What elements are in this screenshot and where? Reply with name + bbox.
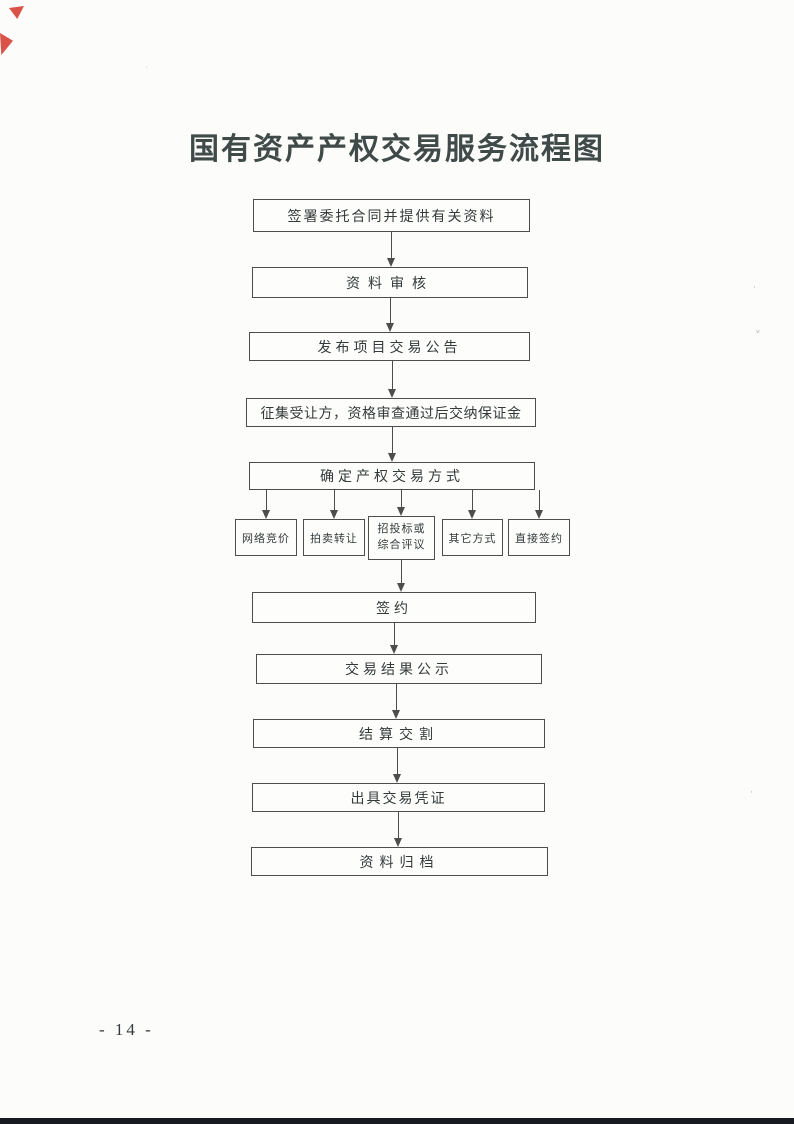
flow-arrow-down [385,298,394,332]
step-sign-entrust-contract: 签署委托合同并提供有关资料 [253,199,530,232]
flow-arrow-down [534,490,543,519]
flow-arrow-down [396,490,405,516]
flow-arrow-down [387,361,396,398]
flow-arrow-down [396,560,405,592]
scan-speck: ᵥ [756,325,761,336]
branch-online-bidding: 网络竞价 [235,519,297,556]
step-sign-agreement: 签约 [252,592,536,623]
flow-arrow-down [329,490,338,519]
step-issue-trade-certificate: 出具交易凭证 [252,783,545,812]
step-solicit-transferees-deposit: 征集受让方，资格审查通过后交纳保证金 [246,398,536,427]
branch-auction-transfer: 拍卖转让 [303,519,365,556]
step-result-publicity: 交易结果公示 [256,654,542,684]
scan-speck: · [750,788,753,798]
red-corner-scan-artifact [9,6,24,19]
branch-direct-signing: 直接签约 [508,519,570,556]
step-material-review: 资料审核 [252,267,528,298]
page-title: 国有资产产权交易服务流程图 [189,133,605,166]
flow-arrow-down [392,748,401,783]
step-publish-trade-announcement: 发布项目交易公告 [249,332,530,361]
red-corner-scan-artifact [0,33,13,55]
scan-bottom-edge [0,1118,794,1124]
flow-arrow-down [261,490,270,519]
flow-arrow-down [467,490,476,519]
step-archive-materials: 资料归档 [251,847,548,876]
flow-arrow-down [387,427,396,462]
flow-arrow-down [386,232,395,267]
scan-speck: · [753,283,756,293]
branch-other-methods: 其它方式 [442,519,503,556]
flow-arrow-down [393,812,402,847]
step-determine-trade-method: 确定产权交易方式 [249,462,535,490]
flow-arrow-down [391,684,400,719]
step-settlement-delivery: 结算交割 [253,719,545,748]
flow-arrow-down [389,623,398,654]
branch-tender-or-evaluation: 招投标或 综合评议 [368,516,435,560]
page-number: - 14 - [99,1020,154,1039]
scan-speck: · [145,63,148,73]
